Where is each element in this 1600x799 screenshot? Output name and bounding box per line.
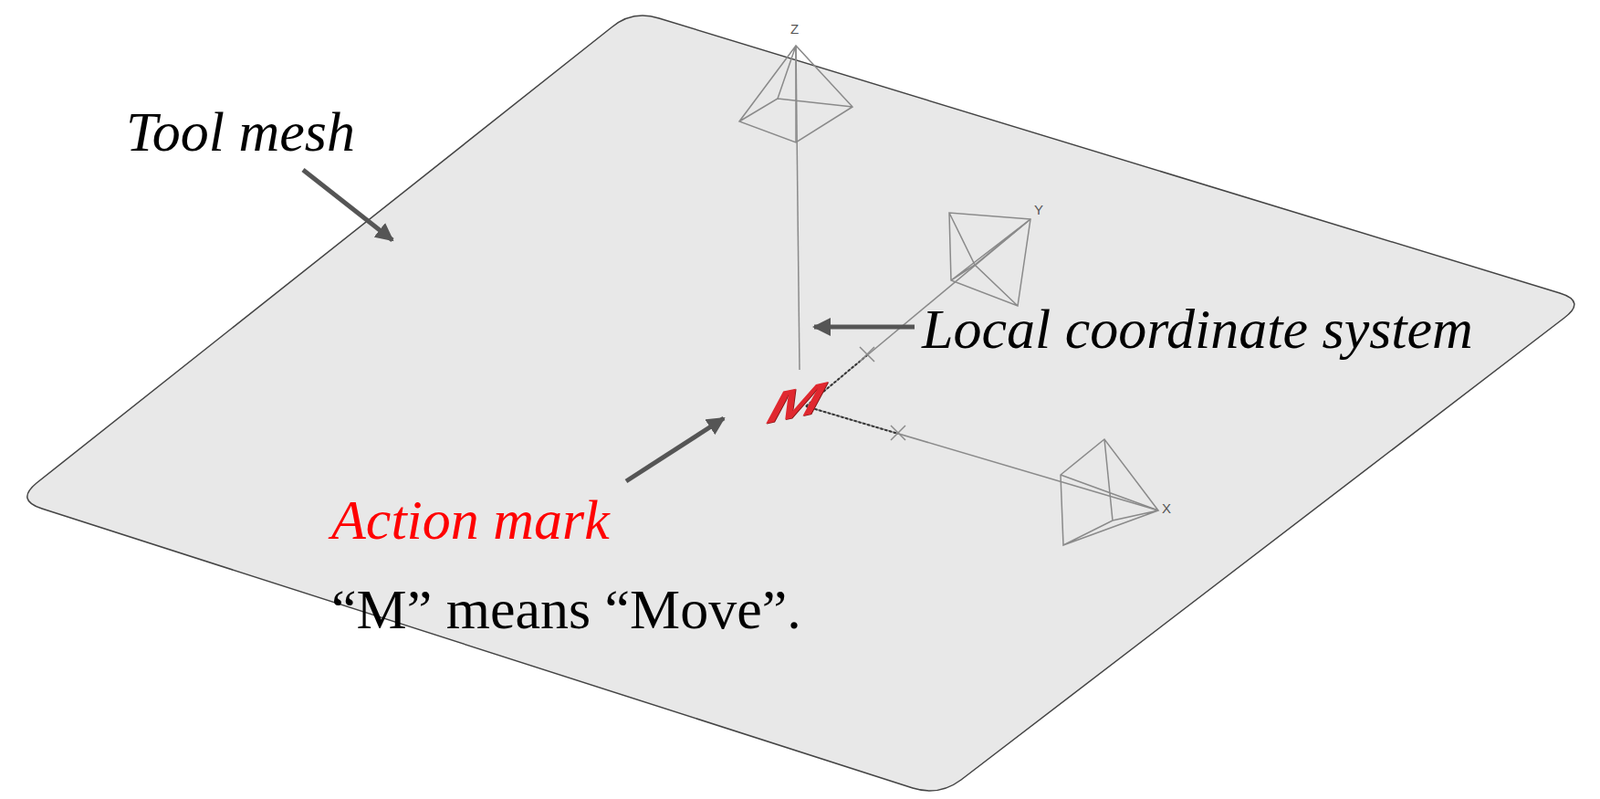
note-text: “M” means “Move”. bbox=[331, 577, 802, 640]
coordinate-axes bbox=[739, 45, 1159, 545]
leader-arrows bbox=[303, 169, 915, 482]
axis-label: X bbox=[1161, 501, 1172, 517]
tool-mesh bbox=[27, 15, 1575, 791]
annotation-label: Local coordinate system bbox=[921, 297, 1474, 360]
annotation-label: Tool mesh bbox=[125, 100, 356, 163]
annotation-label: Action mark bbox=[331, 488, 610, 551]
axis-label: Z bbox=[790, 21, 799, 38]
axis-label: Y bbox=[1034, 202, 1044, 219]
